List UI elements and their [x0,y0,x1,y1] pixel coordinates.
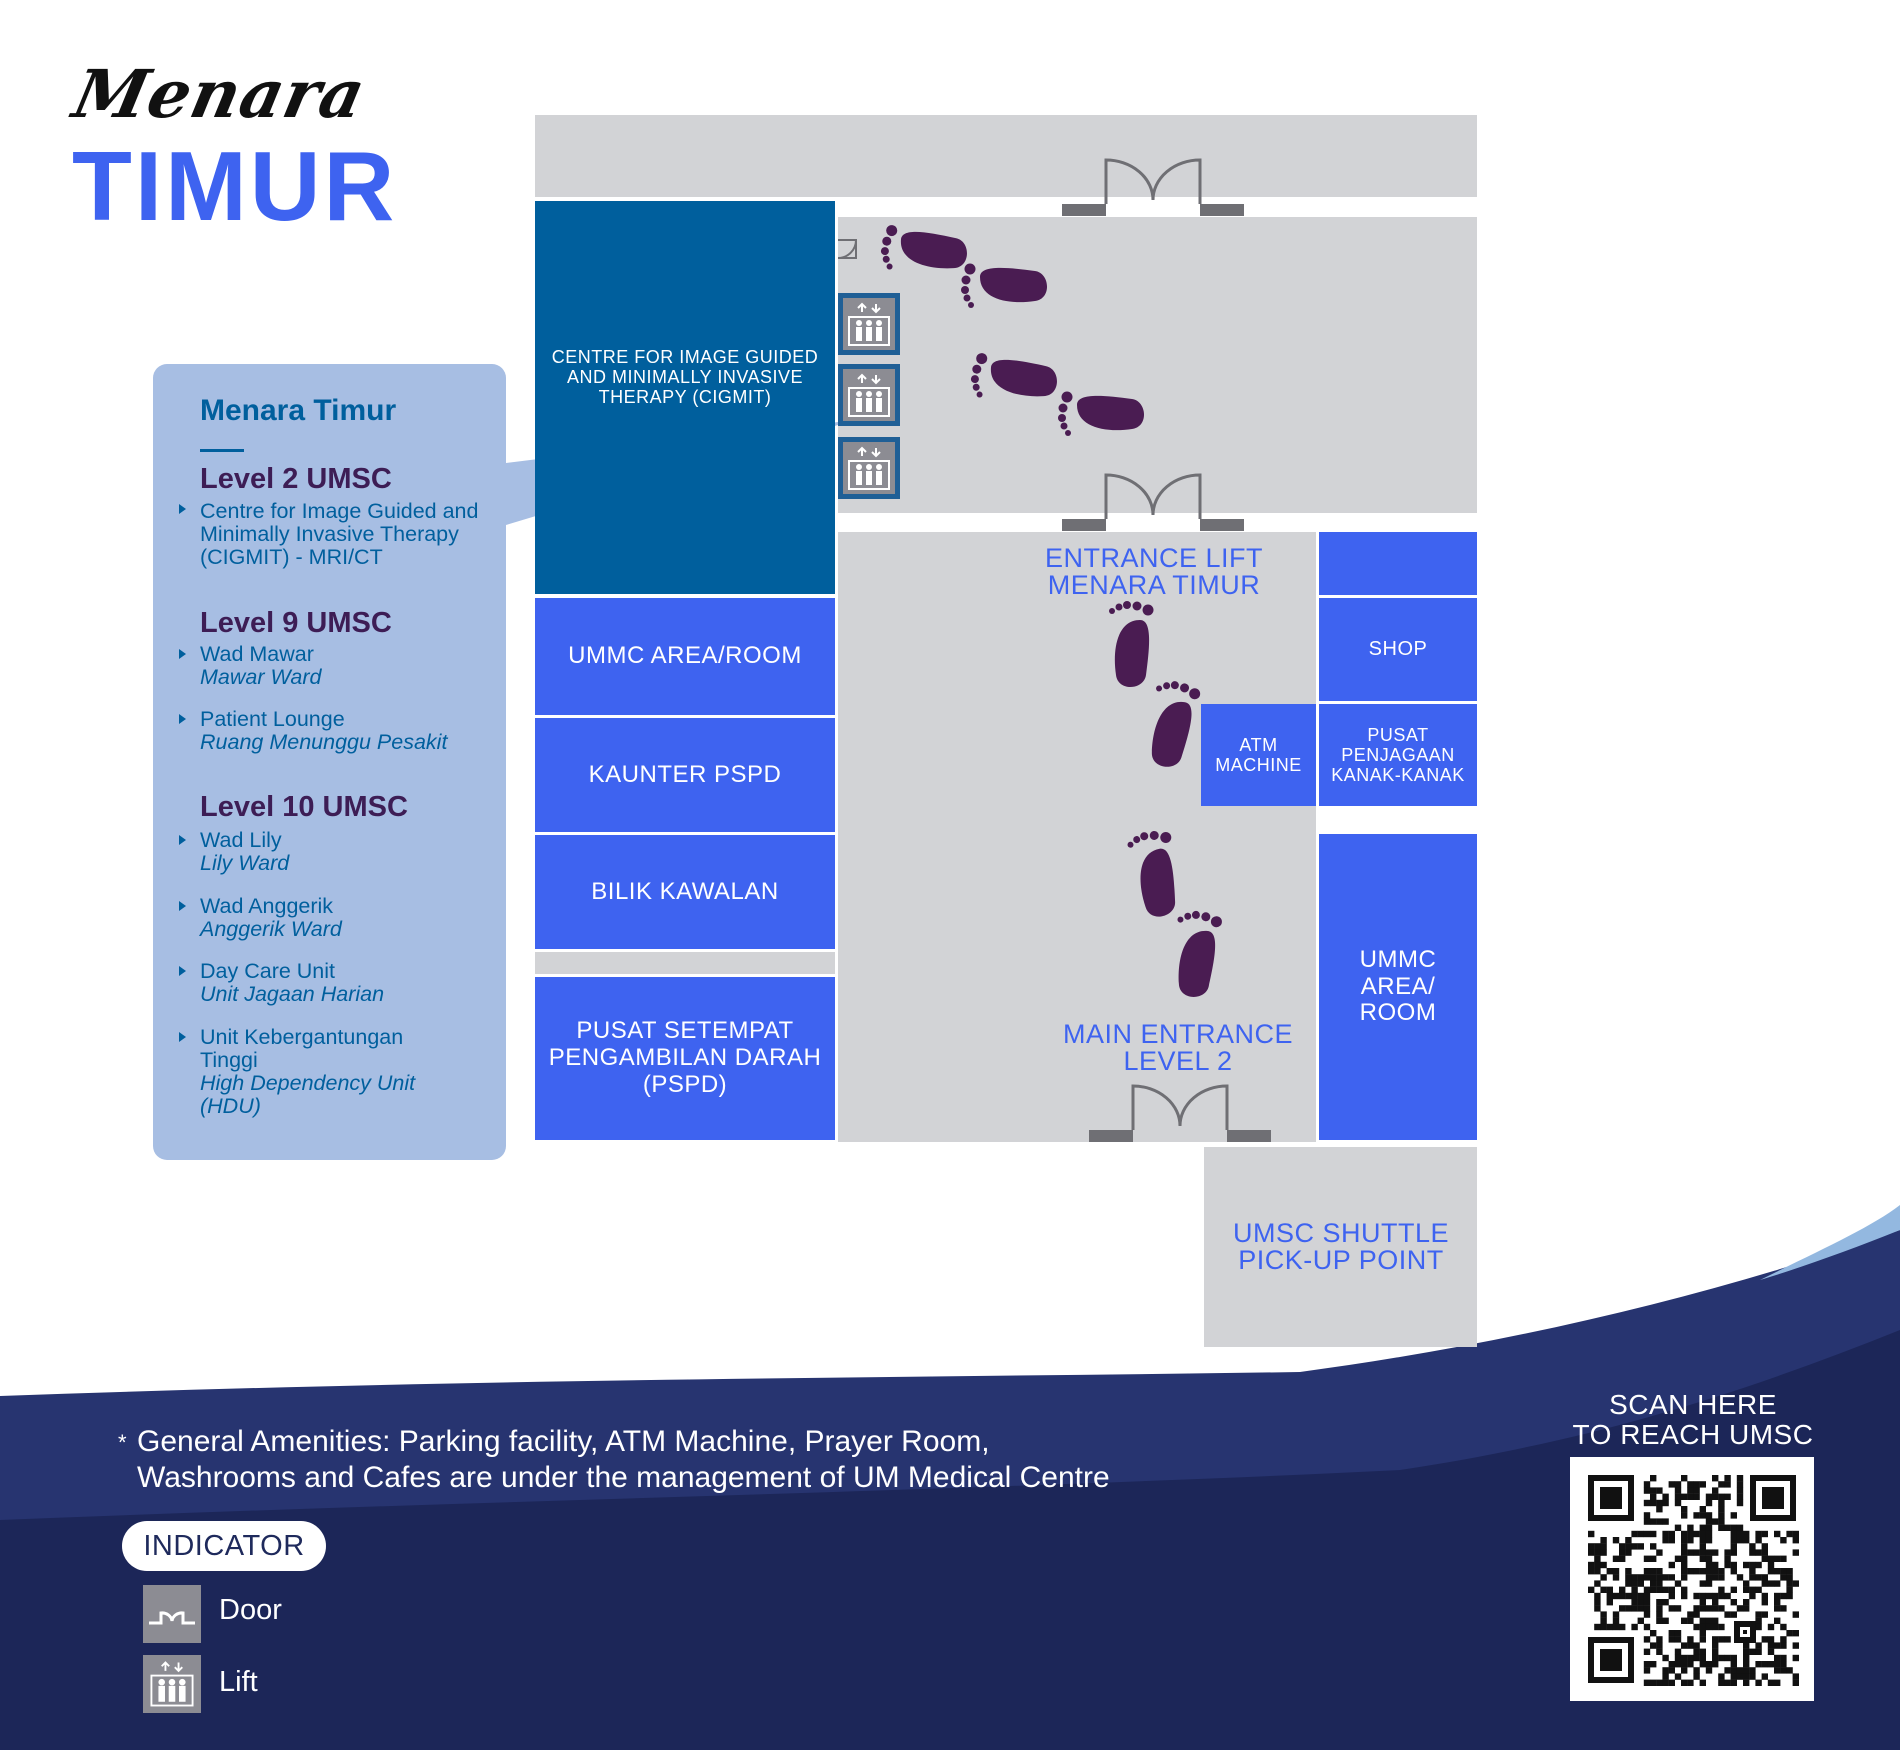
list-item: Unit Kebergantungan Tinggi High Dependen… [200,1025,416,1118]
room-kaunter-pspd[interactable]: KAUNTER PSPD [535,718,835,832]
amenities-asterisk: * [118,1430,127,1455]
list-item: Wad Lily Lily Ward [200,828,290,875]
door-top [1062,158,1244,216]
amenities-line-2: Washrooms and Cafes are under the manage… [137,1461,1110,1494]
indicator-heading: INDICATOR [122,1521,326,1571]
level-heading: Level 10 UMSC [200,791,408,823]
amenities-line-1: General Amenities: Parking facility, ATM… [137,1425,990,1458]
info-panel: Menara Timur Level 2 UMSC Centre for Ima… [153,364,506,1160]
room-unlabeled [1319,532,1477,595]
bullet-icon [179,966,186,976]
room-bilik-kawalan[interactable]: BILIK KAWALAN [535,835,835,949]
header-main-title: TIMUR [72,131,398,241]
bullet-icon [179,835,186,845]
qr-code-image [1570,1457,1814,1701]
lift-icon [143,1655,201,1713]
scan-caption: SCAN HERE TO REACH UMSC [1555,1390,1831,1450]
label-entrance-lift: ENTRANCE LIFT MENARA TIMUR [1044,543,1264,600]
bullet-icon [179,901,186,911]
legend-door-label: Door [219,1594,282,1626]
room-ummc-area-right[interactable]: UMMC AREA/ ROOM [1319,834,1477,1140]
door-main [1089,1084,1271,1142]
door-lobby [1062,473,1244,531]
legend-lift-label: Lift [219,1666,258,1698]
list-item: Day Care Unit Unit Jagaan Harian [200,959,385,1006]
list-item: Wad Mawar Mawar Ward [200,642,322,689]
label-main-entrance: MAIN ENTRANCE LEVEL 2 [1062,1019,1293,1076]
info-panel-title: Menara Timur [200,394,397,427]
room-ummc-area-left[interactable]: UMMC AREA/ROOM [535,598,835,715]
scan-line-2: TO REACH UMSC [1572,1419,1814,1450]
header-script-title: Menara [66,55,373,133]
room-atm[interactable]: ATM MACHINE [1201,704,1316,806]
list-item: Wad Anggerik Anggerik Ward [200,894,342,941]
scan-line-1: SCAN HERE [1609,1389,1777,1420]
room-cigmit[interactable]: CENTRE FOR IMAGE GUIDED AND MINIMALLY IN… [535,201,835,594]
level-heading: Level 9 UMSC [200,607,392,639]
room-pusat-penjagaan[interactable]: PUSAT PENJAGAAN KANAK-KANAK [1319,704,1477,806]
bullet-icon [179,649,186,659]
qr-code[interactable] [1570,1457,1814,1701]
room-pusat-setempat[interactable]: PUSAT SETEMPAT PENGAMBILAN DARAH (PSPD) [535,977,835,1140]
label-shuttle-point: UMSC SHUTTLE PICK-UP POINT [1232,1218,1449,1275]
level-heading: Level 2 UMSC [200,463,392,495]
info-panel-divider [200,449,244,452]
list-item: Patient Lounge Ruang Menunggu Pesakit [200,707,448,754]
list-item: Centre for Image Guided and Minimally In… [200,499,479,569]
bullet-icon [179,714,186,724]
door-icon [143,1585,201,1643]
bullet-icon [179,1032,186,1042]
bullet-icon [179,504,186,514]
room-shop[interactable]: SHOP [1319,598,1477,701]
